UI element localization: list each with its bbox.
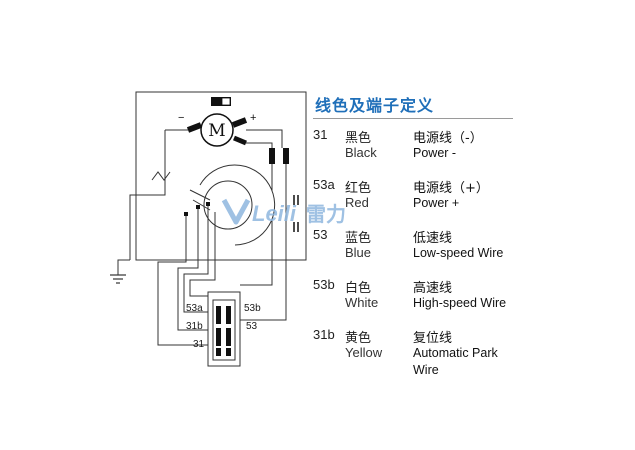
motor-symbol xyxy=(200,113,234,147)
wire-color-en: Black xyxy=(345,145,377,160)
legend-row: 53a 红色 Red 电源线（+） Power + xyxy=(313,177,518,227)
wire-function-zh: 低速线 xyxy=(413,231,453,246)
legend-row: 53 蓝色 Blue 低速线 Low-speed Wire xyxy=(313,227,518,277)
minus-sign: − xyxy=(178,112,184,124)
wire-color-zh: 红色 xyxy=(345,181,372,196)
wire-code: 31 xyxy=(313,127,328,142)
terminal-label-53: 53 xyxy=(246,321,258,332)
watermark-logo: Leili 雷力 xyxy=(221,198,346,226)
wire-color-en: White xyxy=(345,295,379,310)
watermark-text: Leili xyxy=(252,201,297,226)
wire-function-en: Low-speed Wire xyxy=(413,246,504,260)
watermark-cn: 雷力 xyxy=(306,202,346,226)
brush-holder xyxy=(211,97,231,106)
legend-row: 31 黑色 Black 电源线（-） Power - xyxy=(313,127,518,177)
watermark-v-icon xyxy=(221,198,251,225)
wire-function-en: Power + xyxy=(413,196,460,210)
terminal-label-53b: 53b xyxy=(244,303,261,314)
wire-color-zh: 黄色 xyxy=(345,331,372,346)
legend-row: 53b 白色 White 高速线 High-speed Wire xyxy=(313,277,518,327)
wire-function-en: Power - xyxy=(413,146,457,160)
terminal-label-31b: 31b xyxy=(186,321,203,332)
wire-color-zh: 蓝色 xyxy=(345,231,372,246)
resistor-left xyxy=(269,148,275,164)
wire-function-zh: 高速线 xyxy=(413,281,453,296)
wire-function-en: Automatic Park Wire xyxy=(413,346,498,377)
terminal-label-53a: 53a xyxy=(186,303,203,314)
plus-sign: + xyxy=(250,112,256,124)
terminal-label-31: 31 xyxy=(193,339,205,350)
legend-row: 31b 黄色 Yellow 复位线 Automatic Park Wire xyxy=(313,327,518,377)
wire-function-zh: 电源线（+） xyxy=(413,181,489,196)
wire-function-zh: 复位线 xyxy=(413,331,453,346)
motor-label: M xyxy=(208,121,225,141)
wire-code: 31b xyxy=(313,327,335,342)
wire-color-zh: 黑色 xyxy=(345,131,372,146)
wire-code: 53a xyxy=(313,177,335,192)
wire-legend: 线色及端子定义 31 黑色 Black 电源线（-） Power - 53a 红… xyxy=(313,92,518,377)
wire-color-zh: 白色 xyxy=(345,281,372,296)
wire-code: 53 xyxy=(313,227,328,242)
legend-title: 线色及端子定义 xyxy=(315,96,435,115)
title-divider xyxy=(313,118,513,119)
resistor-right xyxy=(283,148,289,164)
wire-code: 53b xyxy=(313,277,335,292)
wire-color-en: Blue xyxy=(345,245,372,260)
housing-outline xyxy=(135,91,307,261)
wire-function-zh: 电源线（-） xyxy=(413,131,483,146)
wire-color-en: Red xyxy=(345,195,369,210)
wire-color-en: Yellow xyxy=(345,345,383,360)
wire-function-en: High-speed Wire xyxy=(413,296,507,310)
